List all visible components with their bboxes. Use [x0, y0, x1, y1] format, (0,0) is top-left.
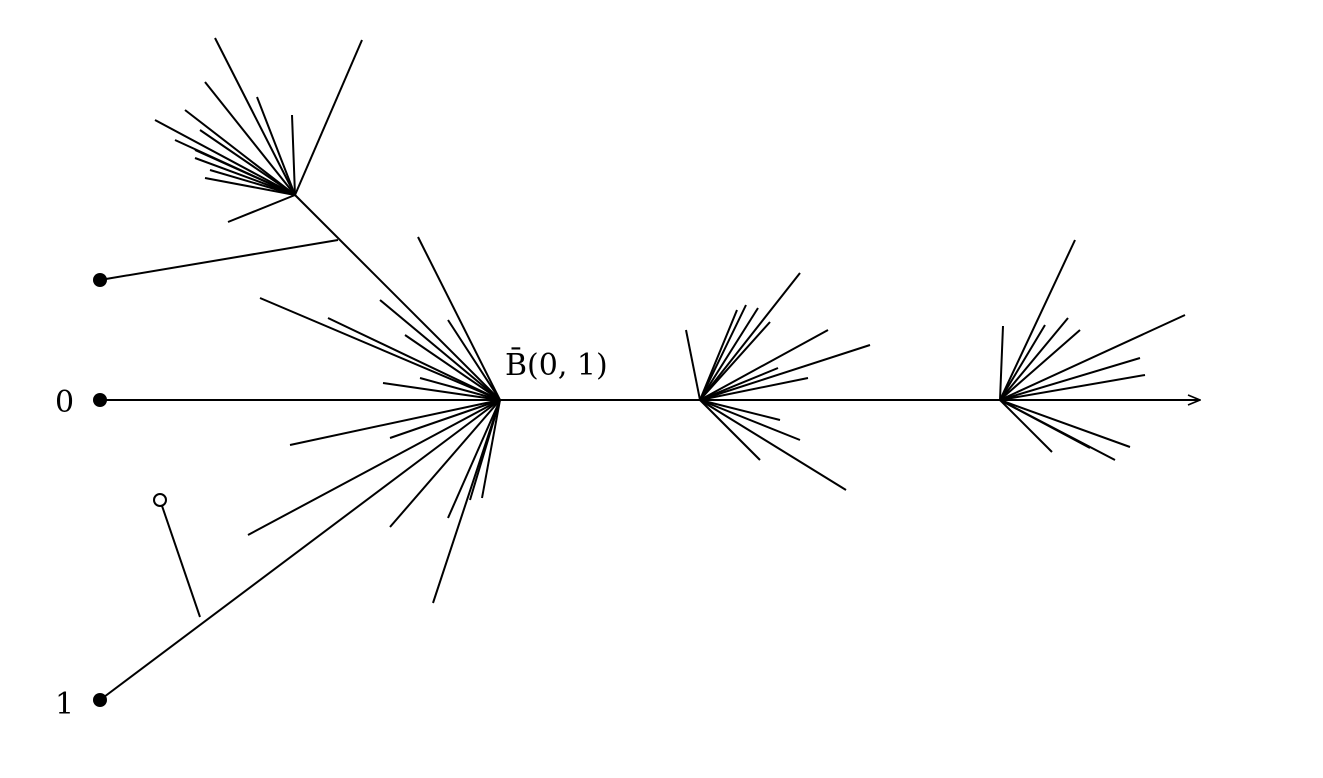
fan-mid-stroke-14: [699, 399, 847, 491]
fan-mid-stroke-7: [699, 329, 829, 401]
label-one: 1: [55, 687, 74, 722]
label-ball: B̄(0, 1): [505, 347, 608, 383]
fan-hub-stroke-7: [382, 382, 501, 401]
fan-mid-stroke-6: [699, 272, 801, 401]
fan-mid-stroke-9: [699, 367, 779, 401]
fan-hub-stroke-5: [327, 317, 501, 401]
fan-hub-stroke-13: [447, 399, 501, 519]
fan-top-stroke-7: [184, 109, 296, 196]
fan-mid-stroke-11: [699, 399, 781, 421]
fan-top-stroke-12: [209, 169, 296, 196]
fan-mid-stroke-1: [685, 329, 701, 401]
lower-branch: [99, 399, 501, 701]
fan-top-stroke-11: [194, 157, 296, 196]
fan-hub-stroke-3: [447, 319, 501, 401]
fan-right-stroke-11: [999, 399, 1116, 461]
fan-hub-stroke-12: [389, 399, 501, 528]
fan-top-node: [154, 37, 363, 223]
fan-top-stroke-10: [194, 149, 296, 196]
lower-side-branch: [159, 499, 201, 618]
fan-top-stroke-8: [199, 129, 296, 196]
fan-mid-stroke-12: [699, 399, 801, 441]
node-open-endpoint: [153, 493, 167, 507]
label-zero: 0: [55, 385, 74, 420]
fan-right-stroke-6: [999, 329, 1081, 401]
fan-hub-stroke-9: [289, 399, 501, 446]
fan-hub-stroke-10: [389, 399, 501, 439]
fan-mid-stroke-13: [699, 399, 761, 461]
fan-mid-stroke-2: [699, 304, 747, 401]
fan-mid-stroke-3: [699, 309, 738, 401]
fan-right-stroke-1: [999, 325, 1004, 401]
fan-hub-stroke-1: [417, 236, 501, 401]
upper-branch: [294, 194, 501, 401]
fan-top-stroke-4: [204, 81, 296, 196]
fan-right-stroke-7: [999, 357, 1141, 401]
node-root-upper: [93, 273, 107, 287]
fan-right-stroke-9: [999, 399, 1053, 453]
fan-top-stroke-2: [294, 39, 363, 196]
fan-mid-stroke-5: [699, 321, 771, 401]
fan-hub-stroke-11: [247, 399, 501, 536]
fan-hub-stroke-16: [432, 399, 501, 604]
fan-mid-stroke-4: [699, 307, 759, 401]
fan-mid-stroke-10: [699, 377, 809, 401]
fan-right-stroke-4: [999, 239, 1076, 401]
fan-hub-stroke-4: [259, 297, 501, 401]
fan-top-stroke-14: [227, 194, 296, 223]
fan-hub-node: [247, 236, 501, 604]
fan-top-stroke-3: [154, 119, 296, 196]
fan-top-stroke-5: [256, 96, 296, 196]
upper-side-branch: [99, 239, 339, 281]
node-root-1: [93, 693, 107, 707]
fan-right-stroke-12: [999, 399, 1131, 448]
fan-right-stroke-5: [999, 314, 1186, 401]
fan-top-stroke-1: [214, 37, 296, 196]
fan-hub-stroke-8: [419, 377, 501, 401]
fan-hub-stroke-6: [404, 334, 501, 401]
fan-hub-stroke-2: [379, 299, 501, 401]
fan-hub-stroke-15: [481, 399, 501, 499]
node-root-0: [93, 393, 107, 407]
fan-top-stroke-13: [204, 177, 296, 196]
fan-right-stroke-3: [999, 317, 1069, 401]
fan-right-node: [999, 239, 1186, 461]
fan-mid-stroke-8: [699, 344, 871, 401]
fan-right-stroke-8: [999, 374, 1146, 401]
fan-top-stroke-6: [291, 114, 296, 196]
fan-middle-node: [685, 272, 871, 491]
fan-right-stroke-2: [999, 324, 1046, 401]
